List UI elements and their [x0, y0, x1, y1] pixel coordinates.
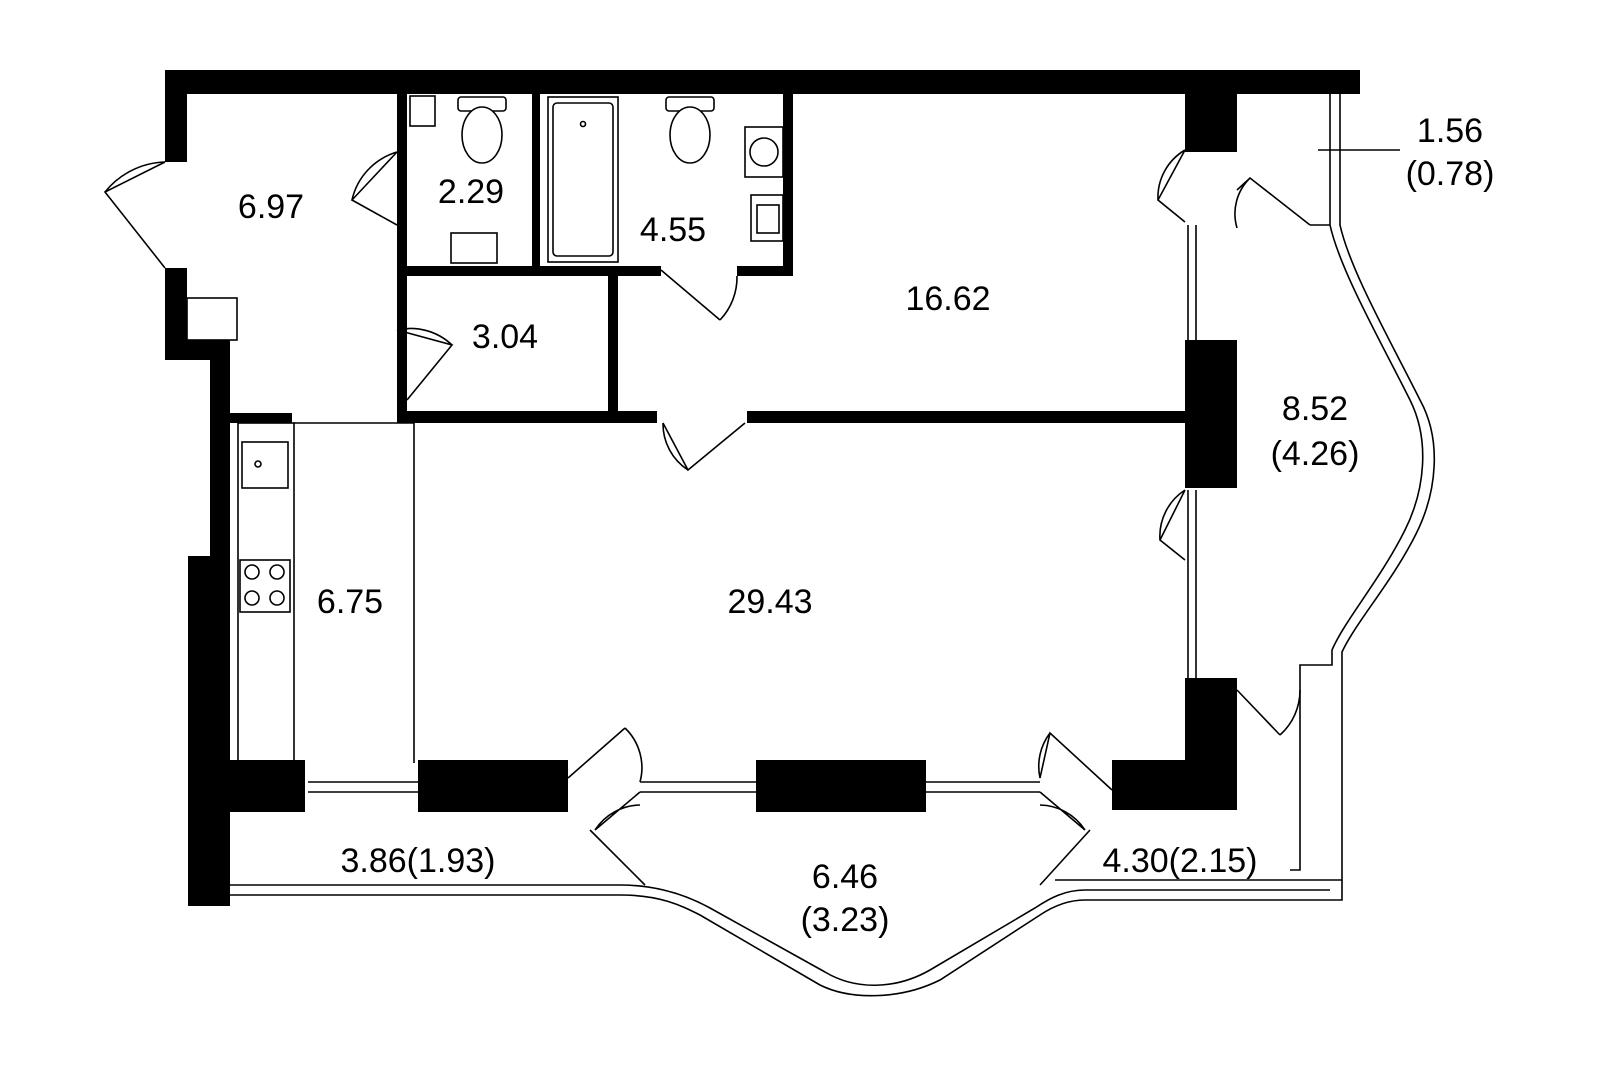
toilet-bowl-icon	[669, 106, 711, 164]
area-label-wc: 2.29	[438, 173, 504, 211]
kitchen-sink-icon	[241, 441, 289, 489]
area-label-loggia-left: 3.86(1.93)	[341, 842, 496, 880]
area-sublabel-balcony-corner: (0.78)	[1406, 155, 1495, 193]
area-label-loggia-center: 6.46	[812, 858, 878, 896]
walls	[165, 70, 1360, 906]
area-label-bathroom: 4.55	[640, 211, 706, 249]
doors	[103, 149, 1311, 831]
area-labels: 6.97 2.29 4.55 16.62 3.04 6.75 29.43 8.5…	[238, 112, 1495, 939]
area-label-balcony-corner: 1.56	[1417, 112, 1483, 150]
fixtures	[186, 95, 784, 613]
area-label-storage: 3.04	[472, 318, 538, 356]
area-label-bedroom: 16.62	[905, 280, 990, 318]
area-label-balcony-right: 8.52	[1282, 390, 1348, 428]
area-sublabel-loggia-center: (3.23)	[801, 901, 890, 939]
area-label-loggia-right: 4.30(2.15)	[1103, 842, 1258, 880]
area-label-hall: 6.97	[238, 188, 304, 226]
sink-icon	[450, 232, 498, 264]
area-label-kitchen: 6.75	[317, 583, 383, 621]
toilet-bowl-icon	[461, 106, 503, 164]
area-sublabel-balcony-right: (4.26)	[1271, 435, 1360, 473]
area-label-living: 29.43	[727, 583, 812, 621]
